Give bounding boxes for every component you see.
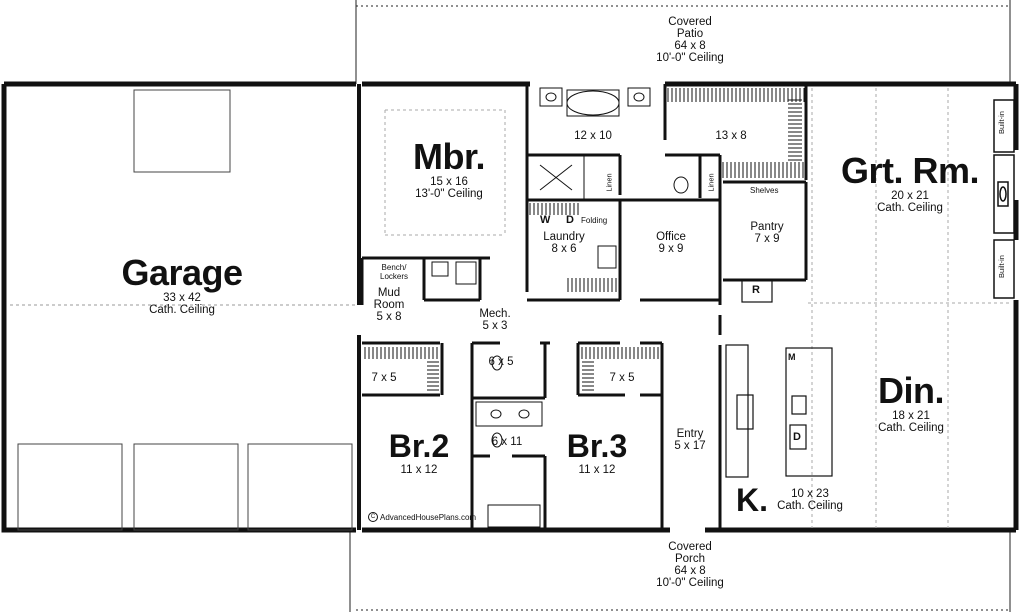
- din-note: Cath. Ceiling: [878, 421, 944, 434]
- label-mbr: Mbr. 15 x 16 13'-0" Ceiling: [412, 136, 486, 200]
- pantry-dims: 7 x 9: [754, 233, 780, 246]
- mbr-dims: 15 x 16: [430, 175, 468, 188]
- dryer-label: D: [566, 214, 574, 226]
- exterior-walls: [1, 81, 1019, 533]
- label-walk-in-closet: 13 x 8: [715, 130, 746, 142]
- garage-doors: [10, 89, 355, 531]
- builtin-label-bottom: Built-in: [996, 255, 1006, 278]
- mech-title: Mech.: [479, 308, 511, 320]
- label-br2: Br.2 11 x 12: [388, 428, 450, 476]
- laundry-dims: 8 x 6: [551, 243, 577, 256]
- label-master-bath: 12 x 10: [574, 130, 612, 142]
- wic-dims: 13 x 8: [715, 130, 747, 142]
- din-title: Din.: [878, 370, 945, 411]
- office-title: Office: [656, 231, 686, 243]
- kitchen-title: K.: [736, 482, 768, 518]
- label-dining: Din. 18 x 21 Cath. Ceiling: [878, 370, 945, 434]
- bench-label: Bench/ Lockers: [380, 263, 409, 281]
- label-office: Office 9 x 9: [656, 231, 686, 255]
- br3-dims: 11 x 12: [578, 463, 616, 476]
- fireplace: [993, 99, 1015, 299]
- washer-label: W: [540, 214, 551, 226]
- microwave-label: M: [788, 352, 796, 362]
- entry-dims: 5 x 17: [674, 440, 706, 453]
- copyright-icon: C: [368, 512, 378, 522]
- label-br2-closet: 7 x 5: [372, 372, 397, 384]
- din-dims: 18 x 21: [892, 409, 930, 422]
- mud-title: Mud Room: [373, 287, 405, 312]
- mud-dims: 5 x 8: [376, 311, 402, 324]
- builtin-label-top: Built-in: [996, 111, 1006, 134]
- label-entry: Entry 5 x 17: [674, 428, 705, 452]
- laundry-title: Laundry: [543, 231, 585, 243]
- bath2-dims: 6 x 11: [491, 436, 523, 448]
- dishwasher-label: D: [793, 431, 801, 443]
- label-mech: Mech. 5 x 3: [479, 308, 510, 332]
- folding-label: Folding: [581, 216, 608, 225]
- office-dims: 9 x 9: [658, 243, 684, 256]
- br2-dims: 11 x 12: [400, 463, 438, 476]
- patio-note: 10'-0" Ceiling: [656, 52, 724, 65]
- bath-fixtures: [431, 87, 689, 528]
- patio-title: Covered Patio: [668, 16, 712, 41]
- linen-label-1: Linen: [604, 173, 614, 192]
- label-br3-closet: 7 x 5: [610, 372, 635, 384]
- grtrm-title: Grt. Rm.: [840, 150, 980, 191]
- br2-title: Br.2: [388, 428, 450, 464]
- label-mud-room: Mud Room 5 x 8: [374, 287, 405, 323]
- br3-closet-dims: 7 x 5: [609, 372, 635, 384]
- kitchen-note: Cath. Ceiling: [777, 500, 843, 513]
- master-bath-dims: 12 x 10: [574, 130, 612, 142]
- kitchen-dims: 10 x 23: [791, 488, 829, 500]
- linen-label-2: Linen: [706, 173, 716, 192]
- shelves-label: Shelves: [750, 186, 779, 195]
- ceiling-beams: [384, 88, 1012, 528]
- garage-title: Garage: [121, 252, 243, 293]
- label-kitchen: K.: [736, 482, 768, 518]
- br3-title: Br.3: [566, 428, 628, 464]
- kitchen-counters: [725, 279, 833, 478]
- label-patio: Covered Patio 64 x 8 10'-0" Ceiling: [656, 16, 724, 64]
- credit: C AdvancedHousePlans.com: [368, 512, 476, 522]
- porch-dims: 64 x 8: [674, 565, 706, 578]
- pantry-title: Pantry: [750, 221, 784, 233]
- patio-outline: [349, 0, 1011, 612]
- patio-dims: 64 x 8: [674, 40, 706, 53]
- mbr-title: Mbr.: [412, 136, 486, 177]
- label-kitchen-info: 10 x 23 Cath. Ceiling: [777, 488, 843, 512]
- label-laundry: Laundry 8 x 6: [543, 231, 585, 255]
- closet-shelving: [364, 88, 805, 391]
- mech-dims: 5 x 3: [482, 320, 508, 333]
- credit-text: AdvancedHousePlans.com: [380, 512, 477, 522]
- label-bath-2: 6 x 11: [492, 436, 522, 448]
- label-porch: Covered Porch 64 x 8 10'-0" Ceiling: [656, 541, 724, 589]
- fridge-label: R: [752, 284, 760, 296]
- grtrm-note: Cath. Ceiling: [877, 201, 943, 214]
- hall-bath-dims: 6 x 5: [488, 356, 514, 368]
- grtrm-dims: 20 x 21: [891, 189, 929, 202]
- label-garage: Garage 33 x 42 Cath. Ceiling: [121, 252, 243, 316]
- label-great-room: Grt. Rm. 20 x 21 Cath. Ceiling: [840, 150, 980, 214]
- entry-title: Entry: [676, 428, 704, 440]
- mbr-note: 13'-0" Ceiling: [415, 187, 483, 200]
- label-br3: Br.3 11 x 12: [566, 428, 628, 476]
- porch-note: 10'-0" Ceiling: [656, 577, 724, 590]
- garage-dims: 33 x 42: [163, 291, 201, 304]
- label-pantry: Pantry 7 x 9: [750, 221, 783, 245]
- porch-title: Covered Porch: [668, 541, 712, 566]
- garage-note: Cath. Ceiling: [149, 303, 215, 316]
- br2-closet-dims: 7 x 5: [371, 372, 397, 384]
- label-hall-bath: 6 x 5: [489, 356, 514, 368]
